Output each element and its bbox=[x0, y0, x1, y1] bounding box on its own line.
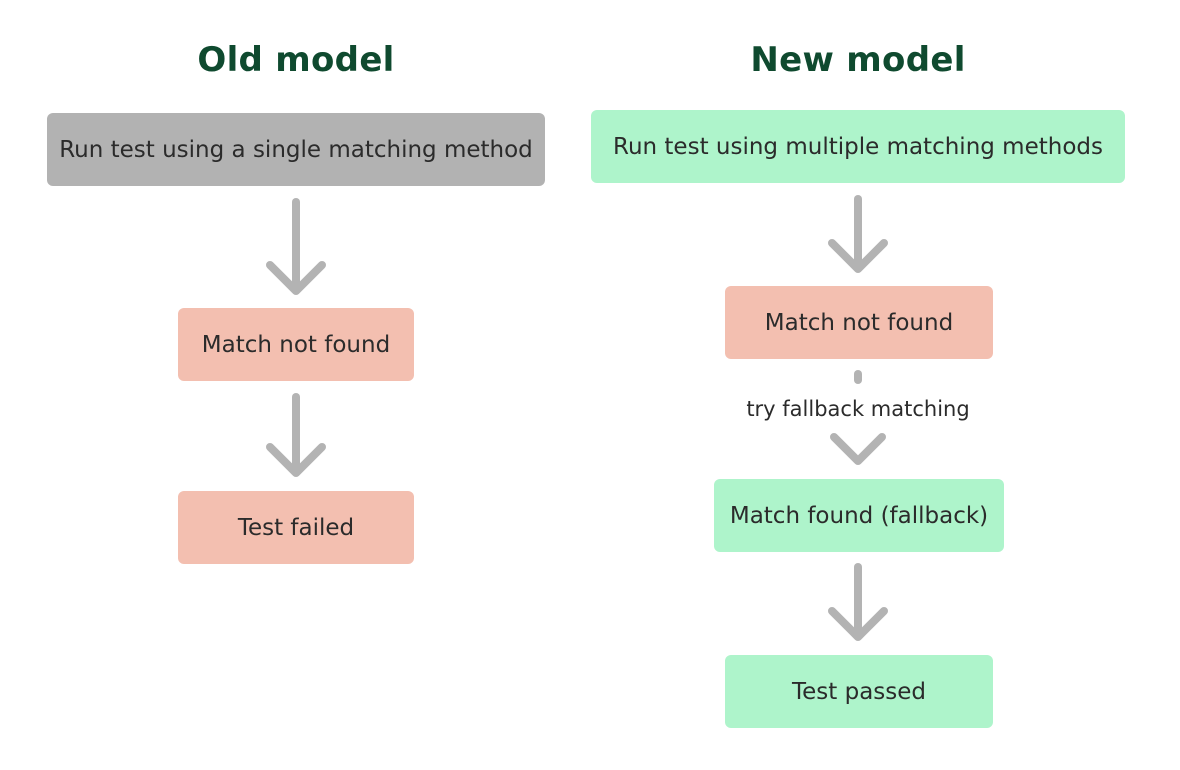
new-step-test-passed: Test passed bbox=[725, 655, 993, 728]
new-model-title: New model bbox=[750, 40, 966, 80]
new-step-match-not-found: Match not found bbox=[725, 286, 993, 359]
new-step-match-found-fallback: Match found (fallback) bbox=[714, 479, 1004, 552]
old-step-run-test: Run test using a single matching method bbox=[47, 113, 545, 186]
new-arrow-1-icon bbox=[828, 195, 888, 273]
old-step-test-failed: Test failed bbox=[178, 491, 414, 564]
old-step-match-not-found: Match not found bbox=[178, 308, 414, 381]
new-arrow-3-icon bbox=[828, 563, 888, 641]
old-arrow-2-icon bbox=[266, 393, 326, 477]
old-model-title: Old model bbox=[197, 40, 395, 80]
old-arrow-1-icon bbox=[266, 198, 326, 295]
fallback-label: try fallback matching bbox=[746, 397, 970, 421]
new-step-run-test: Run test using multiple matching methods bbox=[591, 110, 1125, 183]
